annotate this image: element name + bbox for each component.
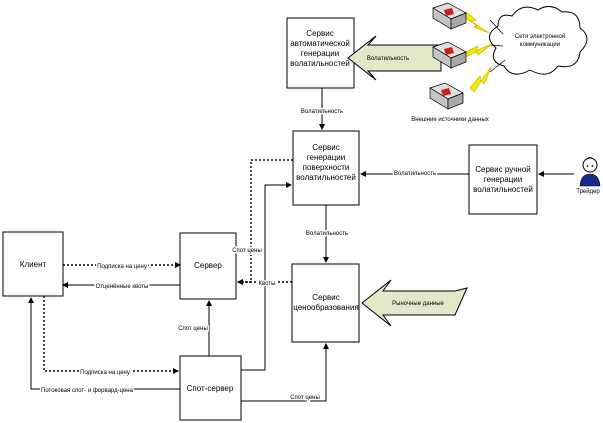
offered-quotes-label: Отценённые квоты	[96, 284, 149, 290]
spot-prices-bottom-label: Спот цены	[290, 395, 320, 401]
manual-vol-line-2: генерации	[484, 175, 522, 184]
cloud-link-1	[489, 19, 504, 35]
spot-server-to-pricing	[241, 343, 329, 402]
volatility-down-1-label: Волатильность	[301, 109, 343, 115]
data-source-device-icon	[432, 41, 467, 69]
trader-label: Трейдер	[576, 188, 600, 195]
network-line-1: Сети электронной	[515, 33, 565, 40]
auto-volatility-service-box: Сервис автоматической генерации волатиль…	[286, 17, 355, 89]
auto-vol-line-3: генерации	[301, 49, 339, 58]
surface-line-3: поверхности	[303, 163, 350, 172]
spot-server-label: Спот-сервер	[187, 384, 234, 393]
lightning-icon	[462, 11, 490, 34]
spot-price-vertical-label: Спот цены	[178, 326, 208, 332]
stream-spot-to-client	[28, 297, 180, 390]
client-subscribe-spot	[43, 296, 179, 374]
client-box: Клиент	[2, 231, 64, 297]
surface-service-box: Сервис генерации поверхности волатильнос…	[292, 130, 360, 206]
pricing-line-1: Сервис	[312, 293, 339, 302]
auto-vol-line-4: волатильностей	[290, 59, 350, 68]
market-data-big-arrow	[361, 279, 468, 327]
surface-line-1: Сервис	[312, 143, 339, 152]
volatility-down-2-label: Волатильность	[306, 231, 348, 237]
manual-vol-line-1: Сервис ручной	[475, 165, 530, 174]
cloud-link-3	[489, 59, 506, 73]
cloud-link-2	[489, 44, 504, 47]
data-source-device-icon	[429, 82, 464, 110]
pricing-line-2: ценообразования	[293, 303, 359, 312]
client-label: Клиент	[20, 260, 47, 269]
external-sources-label: Внешние источники данных	[411, 117, 489, 123]
subscribe-price-2-label: Подписка на цену	[80, 370, 130, 376]
data-source-device-icon	[432, 2, 467, 30]
manual-volatility-service-box: Сервис ручной генерации волатильностей	[468, 144, 538, 215]
lightning-icon	[462, 43, 493, 59]
manual-vol-line-3: волатильностей	[473, 185, 533, 194]
surface-to-server-dotted	[237, 159, 293, 285]
stream-spot-label: Потоковая спот- и форвард-цена	[41, 388, 134, 394]
auto-volatility-big-arrow	[347, 35, 442, 81]
market-data-label: Рыночные данные	[392, 301, 444, 307]
volatility-auto-label: Волатильность	[367, 56, 409, 62]
server-label: Сервер	[194, 261, 222, 270]
surface-line-2: генерации	[307, 153, 345, 162]
network-cloud: Сети электронной коммуникации	[489, 6, 588, 75]
volatility-manual-label: Волатильность	[394, 171, 436, 177]
lightning-icon	[469, 65, 493, 93]
quotes-label: Квоты	[259, 281, 276, 287]
spot-prices-vertical-label: Спот цены	[232, 248, 262, 254]
auto-vol-line-1: Сервис	[306, 29, 333, 38]
spot-server-to-surface	[241, 182, 292, 371]
network-line-2: коммуникации	[520, 42, 560, 48]
pricing-service-box: Сервис ценообразования	[291, 263, 360, 343]
surface-line-4: волатильностей	[296, 173, 356, 182]
spot-server-box: Спот-сервер	[179, 355, 242, 421]
subscribe-price-label: Подписка на цену	[97, 264, 147, 270]
server-box: Сервер	[179, 232, 237, 300]
trader-person-icon	[579, 157, 601, 187]
auto-vol-line-2: автоматической	[290, 39, 350, 48]
